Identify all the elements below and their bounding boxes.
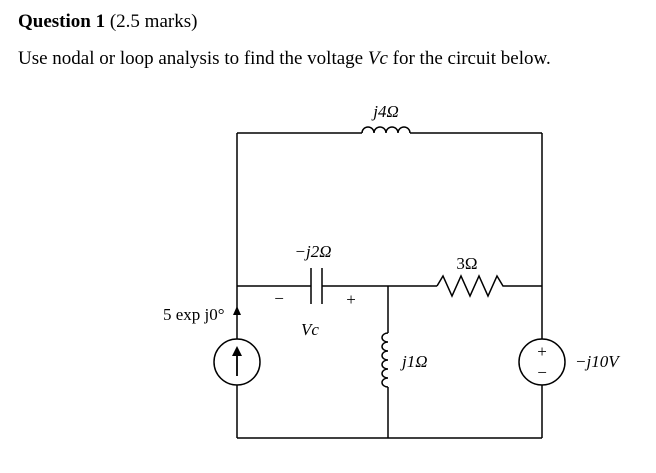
voltage-source-plus: + bbox=[537, 342, 547, 361]
inductor-middle bbox=[381, 332, 389, 388]
circuit-wires bbox=[236, 132, 543, 439]
capacitor-minus-label: − bbox=[274, 289, 284, 308]
current-arrow-icon bbox=[232, 346, 242, 356]
capacitor-voltage-label: Vc bbox=[301, 320, 319, 339]
capacitor-plus-label: + bbox=[346, 290, 356, 309]
question-text: Use nodal or loop analysis to find the v… bbox=[18, 48, 551, 70]
question-variable: Vc bbox=[367, 48, 388, 69]
resistor-label: 3Ω bbox=[456, 254, 477, 273]
question-number: Question 1 bbox=[18, 11, 106, 32]
resistor bbox=[436, 274, 509, 298]
current-source bbox=[213, 338, 261, 386]
capacitor-label: −j2Ω bbox=[295, 242, 332, 261]
question-marks: (2.5 marks) bbox=[109, 11, 198, 32]
question-text-before: Use nodal or loop analysis to find the v… bbox=[18, 48, 368, 69]
voltage-source bbox=[518, 338, 566, 386]
inductor-top-label: j4Ω bbox=[371, 102, 399, 121]
voltage-source-label: −j10V bbox=[575, 352, 621, 371]
current-source-label: 5 exp j0° bbox=[163, 305, 225, 324]
voltage-source-minus: − bbox=[537, 363, 547, 382]
inductor-middle-label: j1Ω bbox=[400, 352, 428, 371]
question-text-after: for the circuit below. bbox=[387, 48, 551, 69]
current-direction-icon bbox=[233, 306, 241, 315]
inductor-top bbox=[361, 126, 411, 134]
capacitor bbox=[310, 268, 323, 304]
question-heading: Question 1 (2.5 marks) bbox=[18, 11, 197, 33]
